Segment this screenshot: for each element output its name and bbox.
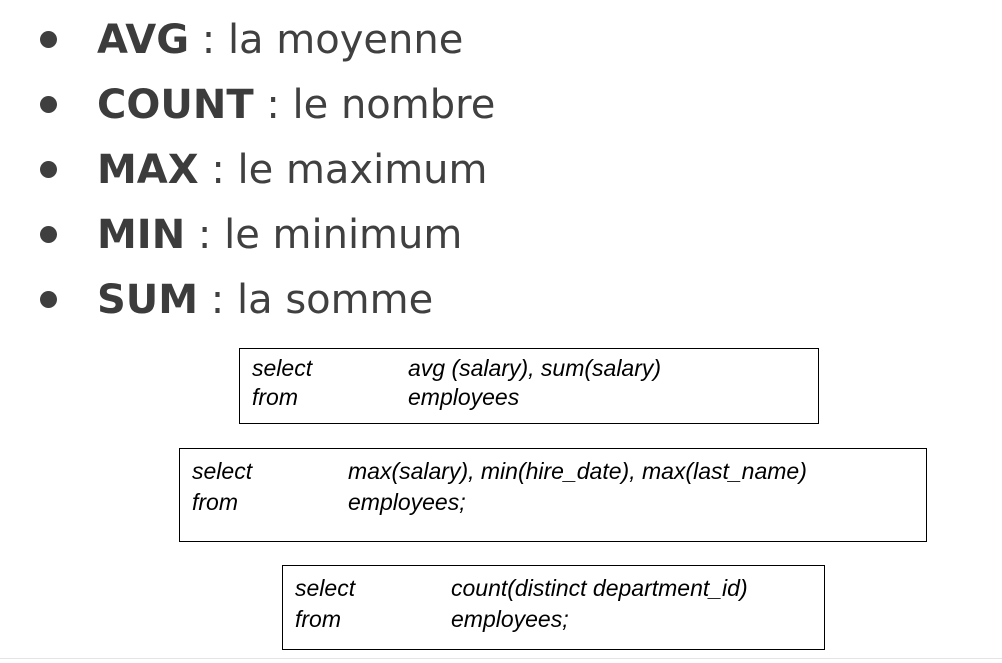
sql-select-expression: max(salary), min(hire_date), max(last_na… <box>348 458 807 484</box>
sql-keyword-select: select <box>192 458 253 484</box>
list-item-text: MAX : le maximum <box>97 146 488 194</box>
sql-example-avg-sum: select avg (salary), sum(salary) from em… <box>239 348 819 424</box>
separator: : <box>253 82 293 128</box>
bullet-icon <box>40 226 57 243</box>
list-item-text: COUNT : le nombre <box>97 81 495 129</box>
sql-example-max-min: select max(salary), min(hire_date), max(… <box>179 448 927 542</box>
sql-select-expression: count(distinct department_id) <box>451 575 748 601</box>
sql-table-name: employees <box>408 384 520 410</box>
function-keyword: SUM <box>97 277 199 323</box>
bullet-icon <box>40 96 57 113</box>
separator: : <box>198 147 238 193</box>
function-keyword: COUNT <box>97 82 254 128</box>
sql-select-expression: avg (salary), sum(salary) <box>408 355 662 381</box>
function-description: la moyenne <box>227 17 464 63</box>
sql-keyword-select: select <box>295 575 356 601</box>
bullet-icon <box>40 291 57 308</box>
function-keyword: MAX <box>97 147 199 193</box>
function-description: la somme <box>237 277 434 323</box>
list-item-text: MIN : le minimum <box>97 211 462 259</box>
list-item-text: AVG : la moyenne <box>97 16 463 64</box>
sql-table-name: employees; <box>451 606 569 632</box>
sql-keyword-from: from <box>295 606 341 632</box>
sql-example-count-distinct: select count(distinct department_id) fro… <box>282 565 825 650</box>
sql-keyword-from: from <box>192 489 238 515</box>
function-description: le maximum <box>237 147 488 193</box>
bullet-icon <box>40 31 57 48</box>
function-description: le minimum <box>224 212 463 258</box>
separator: : <box>198 277 237 323</box>
slide-bottom-divider <box>0 658 1002 659</box>
separator: : <box>189 17 228 63</box>
sql-keyword-from: from <box>252 384 298 410</box>
sql-table-name: employees; <box>348 489 466 515</box>
bullet-icon <box>40 161 57 178</box>
list-item-text: SUM : la somme <box>97 276 433 324</box>
function-keyword: MIN <box>97 212 186 258</box>
separator: : <box>185 212 225 258</box>
function-description: le nombre <box>292 82 496 128</box>
function-keyword: AVG <box>97 17 190 63</box>
sql-keyword-select: select <box>252 355 313 381</box>
